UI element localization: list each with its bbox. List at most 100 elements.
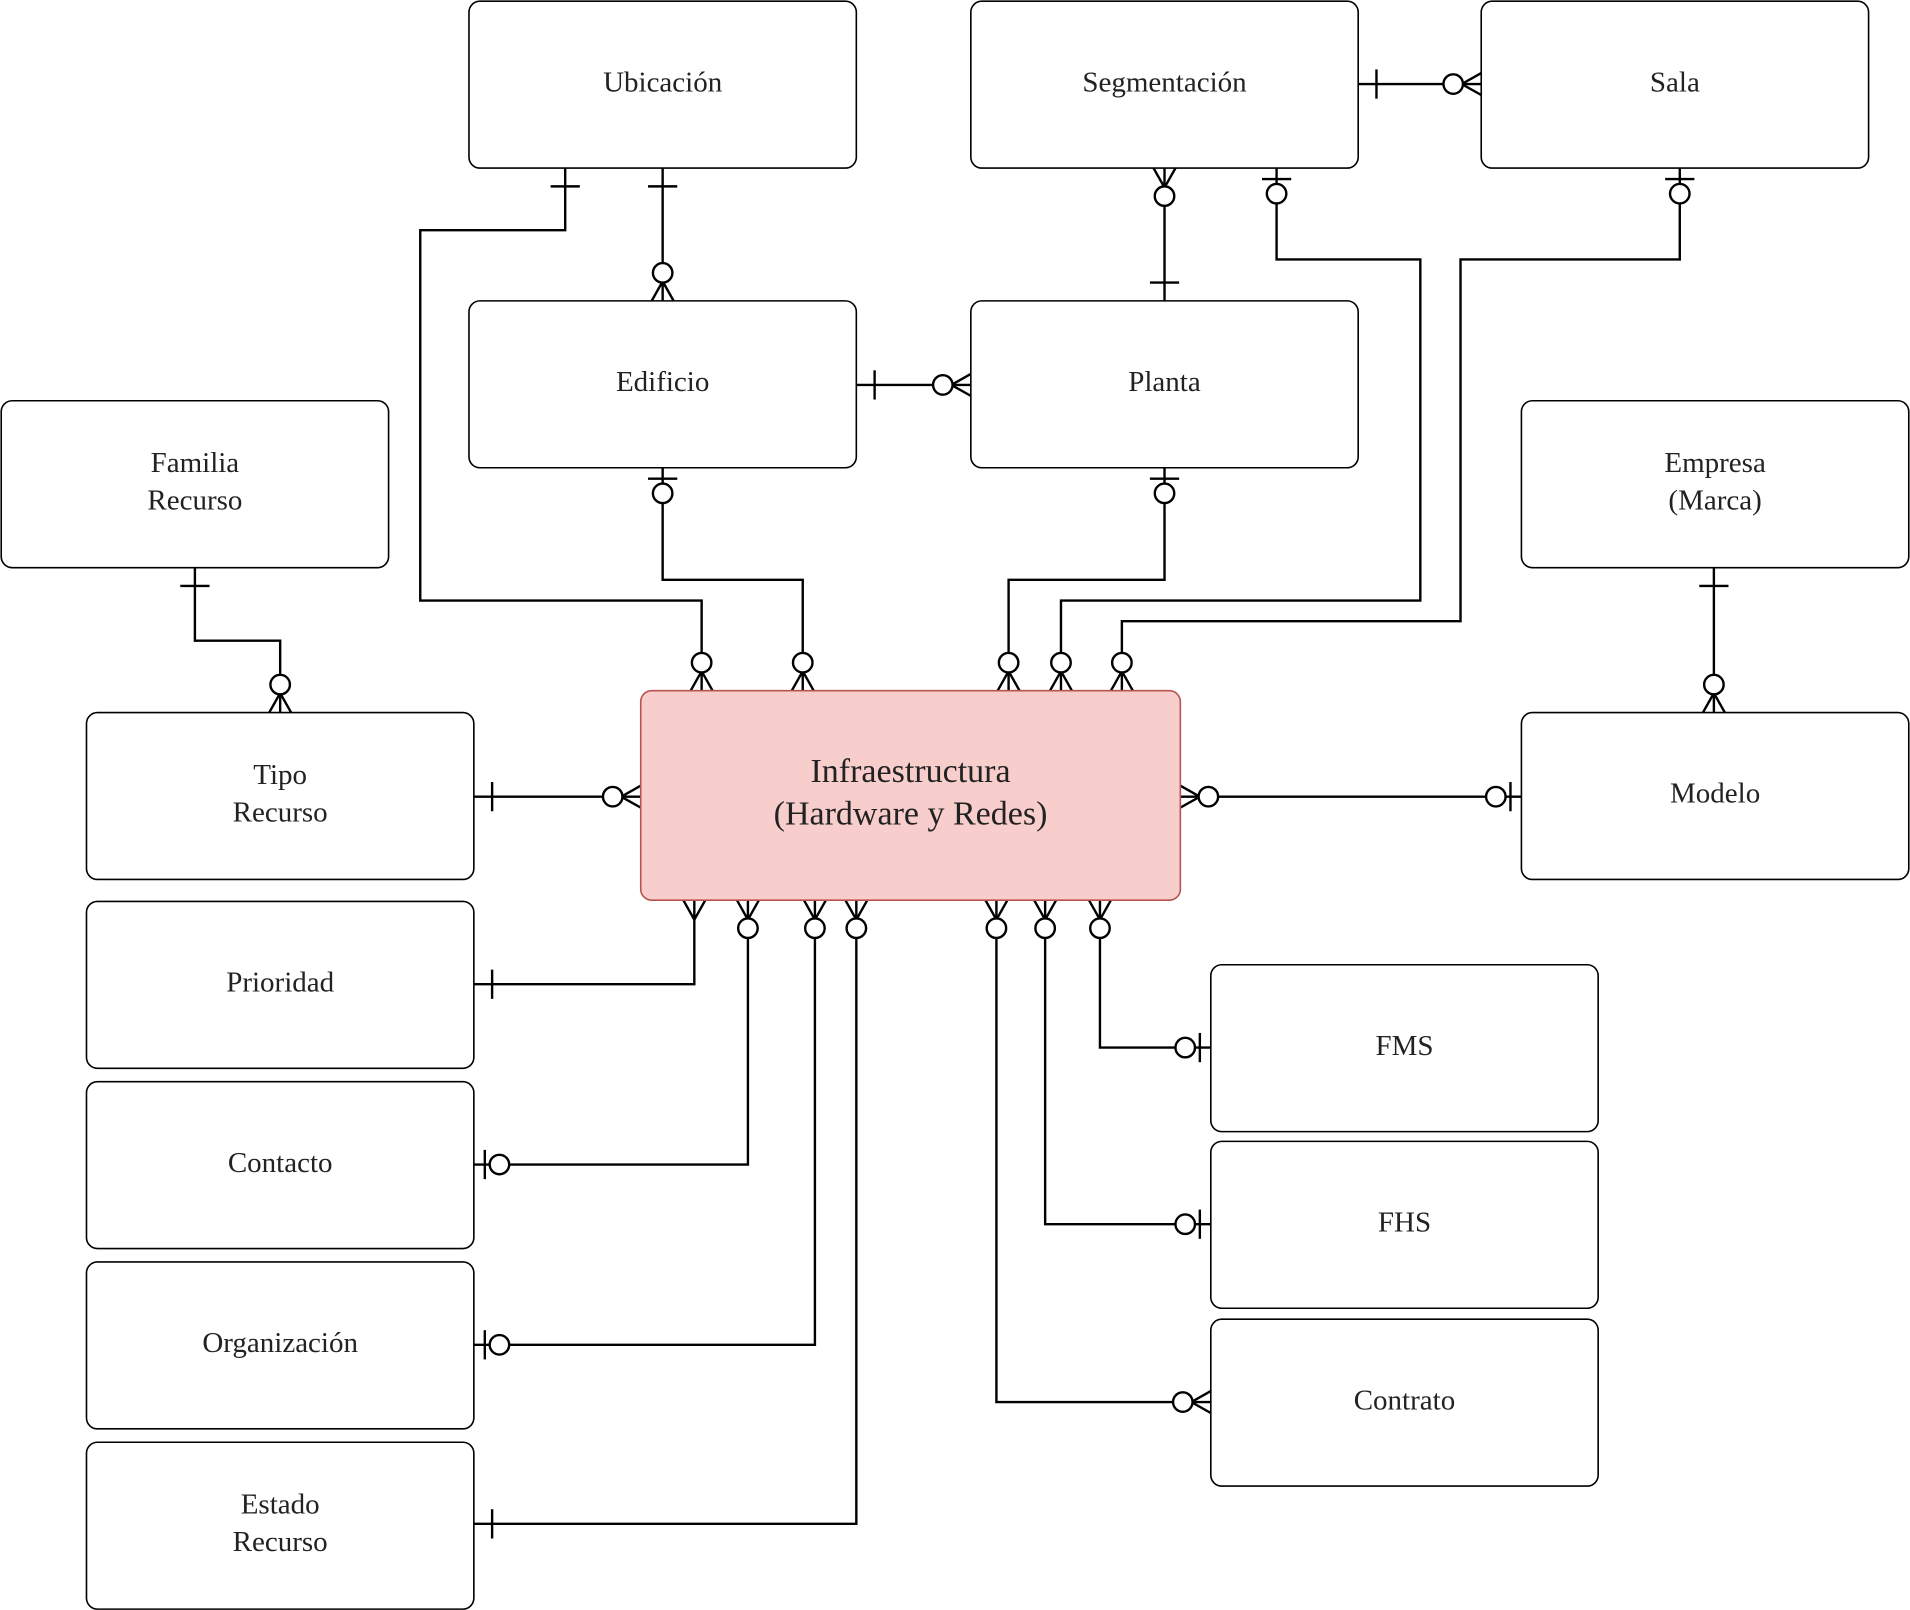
relationship-line-segmentacion-infraestructura bbox=[1059, 168, 1422, 691]
entity-fms[interactable]: FMS bbox=[1210, 963, 1599, 1133]
cardinality-zero-or-many-infraestructura bbox=[996, 651, 1021, 692]
cardinality-zero-or-many-contrato bbox=[1171, 1390, 1212, 1415]
entity-box bbox=[639, 689, 1182, 901]
relationship-lines bbox=[193, 82, 1716, 1526]
cardinality-zero-or-many-infraestructura bbox=[689, 651, 714, 692]
entity-label: Modelo bbox=[1670, 778, 1760, 810]
entity-box bbox=[1210, 1140, 1599, 1310]
cardinality-zero-or-many-infraestructura bbox=[601, 784, 642, 809]
entity-label: Estado bbox=[241, 1488, 320, 1520]
entity-box bbox=[0, 399, 390, 569]
entity-box bbox=[1210, 963, 1599, 1133]
relationship-line-ubicacion-infraestructura bbox=[419, 168, 703, 691]
entity-label: FHS bbox=[1378, 1206, 1431, 1238]
entity-label: Recurso bbox=[147, 485, 242, 517]
relationship-line-contacto-infraestructura bbox=[473, 900, 750, 1166]
cardinality-zero-or-many-tipo-recurso bbox=[268, 673, 293, 714]
entity-label: Infraestructura bbox=[810, 753, 1010, 790]
entity-label: Contrato bbox=[1354, 1384, 1456, 1416]
entity-box bbox=[1480, 0, 1870, 169]
entity-edificio[interactable]: Edificio bbox=[468, 300, 858, 469]
entity-label: Contacto bbox=[228, 1147, 333, 1179]
entity-box bbox=[85, 1441, 475, 1610]
cardinality-zero-or-one-sala bbox=[1665, 177, 1695, 205]
cardinality-zero-or-many-infraestructura bbox=[1087, 899, 1112, 940]
cardinality-zero-or-one-organizacion bbox=[483, 1330, 511, 1360]
cardinality-zero-or-many-edificio bbox=[650, 261, 675, 302]
entity-label: Ubicación bbox=[603, 66, 723, 98]
cardinality-zero-or-one-contacto bbox=[483, 1149, 511, 1180]
cardinality-markers bbox=[180, 69, 1729, 1539]
cardinality-zero-or-many-sala bbox=[1442, 72, 1482, 97]
cardinality-zero-or-many-infraestructura bbox=[1048, 651, 1073, 692]
cardinality-many-infraestructura bbox=[682, 899, 707, 921]
entity-ubicacion[interactable]: Ubicación bbox=[468, 0, 858, 169]
entity-box bbox=[85, 1261, 475, 1430]
entity-box bbox=[85, 1080, 475, 1250]
entity-organizacion[interactable]: Organización bbox=[85, 1261, 475, 1430]
cardinality-zero-or-one-fhs bbox=[1174, 1209, 1202, 1239]
relationship-line-familia-recurso-tipo-recurso bbox=[193, 567, 282, 713]
cardinality-zero-or-many-planta bbox=[931, 372, 972, 397]
entity-label: Sala bbox=[1650, 66, 1700, 98]
relationship-line-edificio-infraestructura bbox=[661, 467, 804, 691]
entity-label: Organización bbox=[202, 1327, 358, 1359]
relationship-line-fms-infraestructura bbox=[1098, 900, 1211, 1049]
cardinality-zero-or-many-infraestructura bbox=[802, 899, 827, 940]
entity-fhs[interactable]: FHS bbox=[1210, 1140, 1599, 1310]
cardinality-zero-or-many-infraestructura bbox=[1109, 651, 1134, 692]
cardinality-zero-or-one-fms bbox=[1174, 1032, 1202, 1063]
entity-box bbox=[970, 300, 1359, 469]
entity-segmentacion[interactable]: Segmentación bbox=[970, 0, 1359, 169]
entity-contacto[interactable]: Contacto bbox=[85, 1080, 475, 1250]
cardinality-zero-or-many-infraestructura bbox=[735, 899, 760, 940]
cardinality-zero-or-many-modelo bbox=[1701, 673, 1726, 714]
entity-label: Segmentación bbox=[1082, 66, 1247, 98]
entity-planta[interactable]: Planta bbox=[970, 300, 1359, 469]
entity-label: Familia bbox=[151, 447, 240, 479]
entity-modelo[interactable]: Modelo bbox=[1520, 711, 1910, 881]
entity-label: Tipo bbox=[253, 759, 307, 791]
entity-label: Empresa bbox=[1664, 447, 1766, 479]
cardinality-zero-or-one-segmentacion bbox=[1261, 177, 1292, 205]
entity-box bbox=[85, 711, 475, 881]
cardinality-zero-or-many-infraestructura bbox=[790, 651, 815, 692]
entity-box bbox=[468, 0, 858, 169]
entity-label: Planta bbox=[1128, 366, 1201, 398]
relationship-line-fhs-infraestructura bbox=[1043, 900, 1211, 1226]
entity-label: Edificio bbox=[616, 366, 709, 398]
entity-sala[interactable]: Sala bbox=[1480, 0, 1870, 169]
entity-label: (Hardware y Redes) bbox=[774, 796, 1048, 833]
cardinality-zero-or-many-infraestructura bbox=[984, 899, 1009, 940]
entity-box bbox=[1210, 1318, 1599, 1487]
entity-box bbox=[970, 0, 1359, 169]
cardinality-zero-or-one-modelo bbox=[1484, 782, 1512, 812]
relationship-line-sala-infraestructura bbox=[1120, 168, 1681, 691]
relationship-line-estado-recurso-infraestructura bbox=[473, 900, 858, 1526]
entity-label: Recurso bbox=[233, 797, 328, 829]
entity-label: FMS bbox=[1375, 1030, 1433, 1062]
entity-label: Recurso bbox=[233, 1526, 328, 1558]
entity-box bbox=[85, 900, 475, 1070]
relationship-line-prioridad-infraestructura bbox=[473, 900, 696, 986]
entity-empresa-marca[interactable]: Empresa (Marca) bbox=[1520, 399, 1910, 569]
entity-infraestructura[interactable]: Infraestructura (Hardware y Redes) bbox=[639, 689, 1182, 901]
relationship-line-organizacion-infraestructura bbox=[473, 900, 817, 1346]
entity-box bbox=[1520, 711, 1910, 881]
entity-prioridad[interactable]: Prioridad bbox=[85, 900, 475, 1070]
relationship-line-contrato-infraestructura bbox=[995, 900, 1211, 1404]
relationship-line-planta-infraestructura bbox=[1007, 467, 1166, 691]
entity-box bbox=[468, 300, 858, 469]
cardinality-zero-or-one-planta bbox=[1149, 477, 1180, 505]
cardinality-zero-or-many-infraestructura bbox=[844, 899, 869, 940]
cardinality-zero-or-one-edificio bbox=[648, 477, 678, 505]
entity-contrato[interactable]: Contrato bbox=[1210, 1318, 1599, 1487]
entity-label: (Marca) bbox=[1668, 485, 1761, 517]
cardinality-zero-or-many-infraestructura bbox=[1033, 899, 1058, 940]
cardinality-zero-or-many-infraestructura bbox=[1179, 784, 1220, 809]
